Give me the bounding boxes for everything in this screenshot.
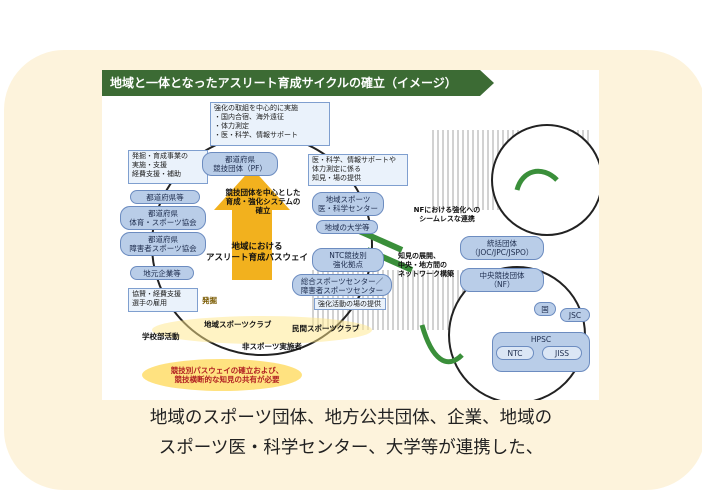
caption-line-2: スポーツ医・科学センター、大学等が連携した、 xyxy=(158,438,544,458)
title-arrow xyxy=(480,70,494,96)
support-box: 発掘・育成事業の 実施・支援 経費支援・補助 xyxy=(128,150,208,184)
discover-label: 発掘 xyxy=(202,296,217,305)
cycle-arrow-left xyxy=(419,324,464,365)
non-athlete-label: 非スポーツ実施者 xyxy=(242,342,302,351)
universities-pill: 地域の大学等 xyxy=(316,220,378,234)
bottom-note: 競技別パスウェイの確立および、 競技横断的な知見の共有が必要 xyxy=(170,366,284,384)
central-nf-pill: 中央競技団体 （NF） xyxy=(460,268,544,292)
pref-nf-pill: 都道府県 競技団体（PF） xyxy=(202,152,278,176)
support-line-2: 実施・支援 xyxy=(132,161,167,169)
pref-sport-pill: 都道府県 体育・スポーツ協会 xyxy=(120,206,206,230)
science-line-2: 体力測定に係る xyxy=(312,165,361,173)
diagram-title: 地域と一体となったアスリート育成サイクルの確立（イメージ） xyxy=(102,70,480,96)
cycle-graphic xyxy=(142,124,599,400)
science-line-1: 医・科学、情報サポートや xyxy=(312,156,396,164)
nf-link-label: NFにおける強化への シームレスな連携 xyxy=(413,206,481,223)
upper-right-circle xyxy=(491,124,599,236)
regional-center-pill: 地域スポーツ 医・科学センター xyxy=(312,192,384,216)
system-label: 競技団体を中心とした 育成・強化システムの 確立 xyxy=(225,188,301,215)
school-club-label: 学校部活動 xyxy=(142,332,180,341)
science-line-3: 知見・場の提供 xyxy=(312,174,361,182)
science-support-box: 医・科学、情報サポートや 体力測定に係る 知見・場の提供 xyxy=(308,154,408,186)
strengthening-line-2: ・国内合宿、海外遠征 xyxy=(214,113,284,121)
caption-line-1: 地域のスポーツ団体、地方公共団体、企業、地域の xyxy=(149,408,553,428)
diagram-figure: 地域と一体となったアスリート育成サイクルの確立（イメージ） 強化の取組を中心的に… xyxy=(102,70,599,400)
jiss-pill: JISS xyxy=(542,346,582,360)
club-glow xyxy=(152,316,372,344)
support-line-3: 経費支援・補助 xyxy=(132,170,181,178)
jsc-pill: JSC xyxy=(560,308,590,322)
private-club-label: 民間スポーツクラブ xyxy=(292,324,360,333)
venue-box: 強化活動の場の提供 xyxy=(314,298,386,310)
strengthening-line-1: 強化の取組を中心的に実施 xyxy=(214,104,298,112)
local-club-label: 地域スポーツクラブ xyxy=(204,320,272,329)
sports-center-pill: 総合スポーツセンター／ 障害者スポーツセンター xyxy=(292,274,392,296)
pathway-arrow xyxy=(214,168,290,280)
top-org-pill: 統括団体 （JOC/JPC/JSPO） xyxy=(460,236,544,260)
employment-line-1: 協賛・経費支援 xyxy=(132,290,181,298)
pref-etc-pill: 都道府県等 xyxy=(130,190,200,204)
cycle-arrow-top xyxy=(514,168,559,191)
support-line-1: 発掘・育成事業の xyxy=(132,152,188,160)
strengthening-line-4: ・医・科学、情報サポート xyxy=(214,131,298,139)
bottom-note-glow xyxy=(142,359,302,391)
hpsc-label: HPSC xyxy=(530,335,552,344)
strengthening-line-3: ・体力測定 xyxy=(214,122,249,130)
network-note: 知見の展開、 中央・地方間の ネットワーク構築 xyxy=(398,252,454,278)
employment-line-2: 選手の雇用 xyxy=(132,299,167,307)
local-company-pill: 地元企業等 xyxy=(130,266,194,280)
ntc-pill: NTC xyxy=(496,346,534,360)
pathway-label: 地域における アスリート育成パスウェイ xyxy=(205,242,308,263)
strengthening-box: 強化の取組を中心的に実施 ・国内合宿、海外遠征 ・体力測定 ・医・科学、情報サポ… xyxy=(210,102,330,146)
country-pill: 国 xyxy=(534,302,556,316)
employment-box: 協賛・経費支援 選手の雇用 xyxy=(128,288,198,312)
ntc-hub-pill: NTC競技別 強化拠点 xyxy=(312,248,384,272)
pref-para-pill: 都道府県 障害者スポーツ協会 xyxy=(120,232,206,256)
